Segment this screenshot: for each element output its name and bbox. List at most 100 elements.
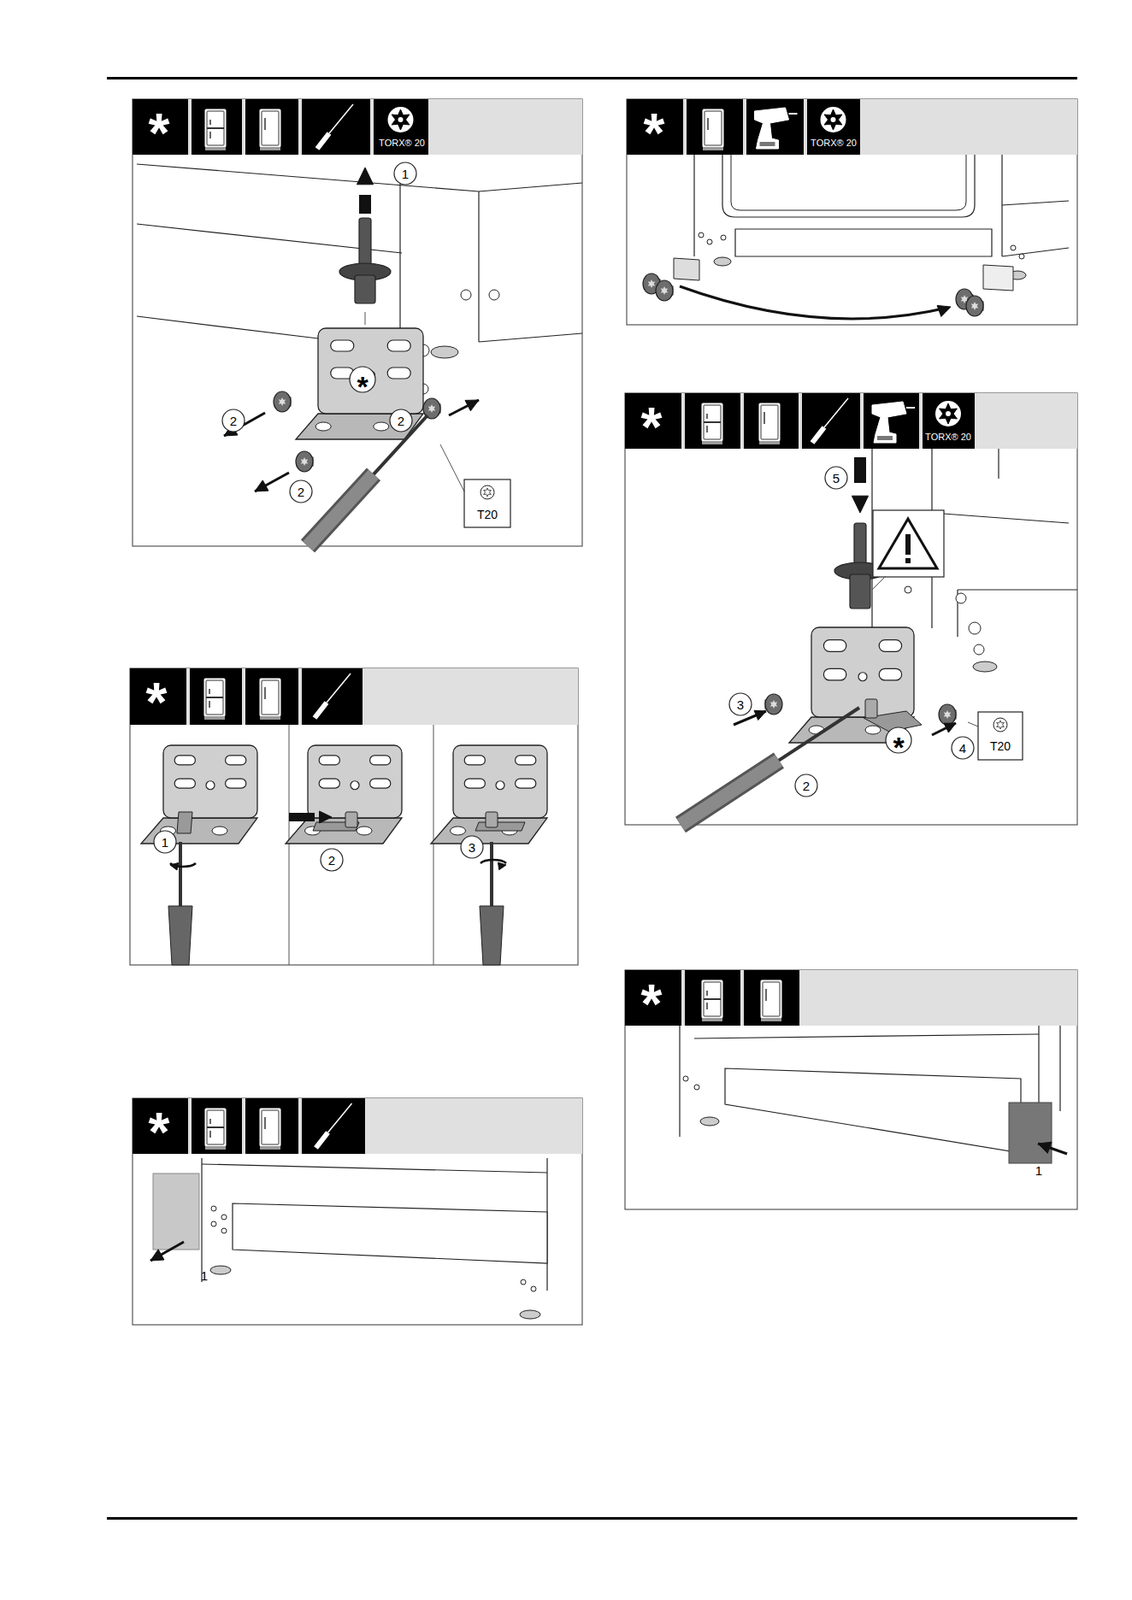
symbol-asterisk: * bbox=[148, 106, 171, 161]
drawing-rect bbox=[624, 970, 1078, 1026]
drawing-circle bbox=[460, 836, 484, 859]
drawing-path bbox=[731, 154, 967, 211]
drawing-shape bbox=[937, 305, 951, 317]
drawing-line bbox=[706, 1002, 708, 1010]
drawing-rect bbox=[205, 1108, 226, 1147]
drawing-circle bbox=[825, 466, 848, 490]
drawing-rect bbox=[261, 680, 279, 715]
callout-number: 2 bbox=[297, 485, 305, 499]
drawing-rect bbox=[205, 1146, 226, 1150]
drawing-circle bbox=[520, 1279, 526, 1286]
drawing-rect bbox=[318, 755, 340, 766]
drawing-hole bbox=[315, 422, 331, 431]
drawing-rect bbox=[803, 99, 808, 155]
drawing-shape bbox=[673, 258, 700, 281]
drawing-line bbox=[778, 707, 860, 761]
drawing-rect bbox=[259, 716, 281, 720]
drawing-rect bbox=[359, 194, 372, 214]
drawing-rect bbox=[823, 668, 846, 681]
drawing-line bbox=[678, 1025, 680, 1138]
drawing-path bbox=[480, 860, 507, 864]
tool-label: T20 bbox=[477, 508, 498, 521]
drawing-shape bbox=[983, 265, 1014, 291]
drawing-circle bbox=[795, 774, 818, 797]
drawing-line bbox=[997, 448, 999, 479]
drawing-rect bbox=[919, 393, 923, 449]
drawing-line bbox=[254, 472, 289, 492]
callout-number: 2 bbox=[397, 414, 405, 428]
drawing-shape bbox=[497, 862, 507, 871]
drawing-line bbox=[201, 1164, 548, 1174]
drawing-line bbox=[706, 425, 708, 433]
drawing-circle bbox=[945, 411, 951, 417]
foot bbox=[519, 1310, 541, 1320]
drawing-circle bbox=[394, 162, 417, 185]
drawing-rect bbox=[132, 1098, 583, 1326]
drawing-circle bbox=[720, 235, 726, 241]
drawing-circle bbox=[211, 1206, 217, 1212]
drawing-rect bbox=[259, 1146, 281, 1150]
symbol-asterisk: * bbox=[643, 106, 666, 161]
drawing-shape bbox=[943, 723, 956, 733]
drawing-circle bbox=[153, 831, 177, 854]
drawing-rect bbox=[624, 970, 1078, 1210]
drawing-path bbox=[679, 286, 948, 319]
drawing-shape bbox=[479, 906, 504, 966]
drawing-rect bbox=[762, 982, 780, 1017]
drawing-rect bbox=[878, 640, 902, 653]
drawing-line bbox=[957, 589, 1078, 590]
drawing-hole bbox=[212, 826, 228, 836]
drawing-line bbox=[209, 1131, 212, 1138]
drawing-rect bbox=[704, 111, 722, 146]
drawing-rect bbox=[288, 813, 315, 822]
drawing-circle bbox=[221, 1228, 227, 1234]
tool-label: TORX® 20 bbox=[378, 138, 425, 148]
drawing-line bbox=[150, 1242, 184, 1262]
drawing-rect bbox=[760, 980, 782, 1019]
drawing-line bbox=[206, 127, 225, 130]
drawing-shape bbox=[851, 495, 868, 513]
drawing-rect bbox=[206, 680, 224, 715]
drawing-rect bbox=[174, 778, 195, 789]
drawing-circle bbox=[1019, 253, 1025, 260]
drawing-circle bbox=[858, 672, 867, 682]
drawing-rect bbox=[683, 99, 687, 155]
drawing-hole bbox=[373, 422, 390, 431]
drawing-rect bbox=[186, 668, 190, 726]
drawing-rect bbox=[261, 1110, 279, 1145]
drawing-rect bbox=[624, 393, 1078, 826]
drawing-circle bbox=[820, 106, 847, 133]
drawing-line bbox=[906, 406, 915, 409]
callout-number: 3 bbox=[736, 698, 744, 712]
drawing-rect bbox=[132, 1098, 583, 1155]
drawing-rect bbox=[878, 668, 902, 681]
tool-label: TORX® 20 bbox=[925, 432, 972, 443]
drawing-rect bbox=[626, 99, 1078, 325]
drawing-shape bbox=[278, 397, 287, 407]
drawing-shape bbox=[648, 279, 656, 289]
drawing-rect bbox=[515, 778, 537, 789]
drawing-rect bbox=[132, 99, 583, 547]
drawing-rect bbox=[370, 778, 391, 789]
drawing-shape bbox=[943, 710, 952, 720]
drawing-line bbox=[478, 182, 583, 192]
drawing-rect bbox=[485, 812, 498, 828]
drawing-circle bbox=[729, 693, 752, 716]
drawing-rect bbox=[626, 99, 1078, 155]
drawing-rect bbox=[701, 1018, 723, 1022]
screw-head bbox=[655, 280, 673, 301]
drawing-shape bbox=[660, 286, 669, 295]
symbol-asterisk: * bbox=[641, 977, 663, 1032]
callout-number: 1 bbox=[1035, 1164, 1043, 1178]
drawing-rect bbox=[742, 99, 747, 155]
drawing-shape bbox=[232, 1203, 548, 1264]
drawing-line bbox=[812, 427, 825, 443]
drawing-shape bbox=[428, 404, 437, 413]
drawing-rect bbox=[188, 99, 192, 155]
drawing-rect bbox=[132, 99, 429, 155]
drawing-line bbox=[224, 412, 266, 437]
drawing-rect bbox=[330, 340, 354, 352]
drawing-line bbox=[314, 702, 327, 719]
drawing-rect bbox=[129, 668, 578, 966]
